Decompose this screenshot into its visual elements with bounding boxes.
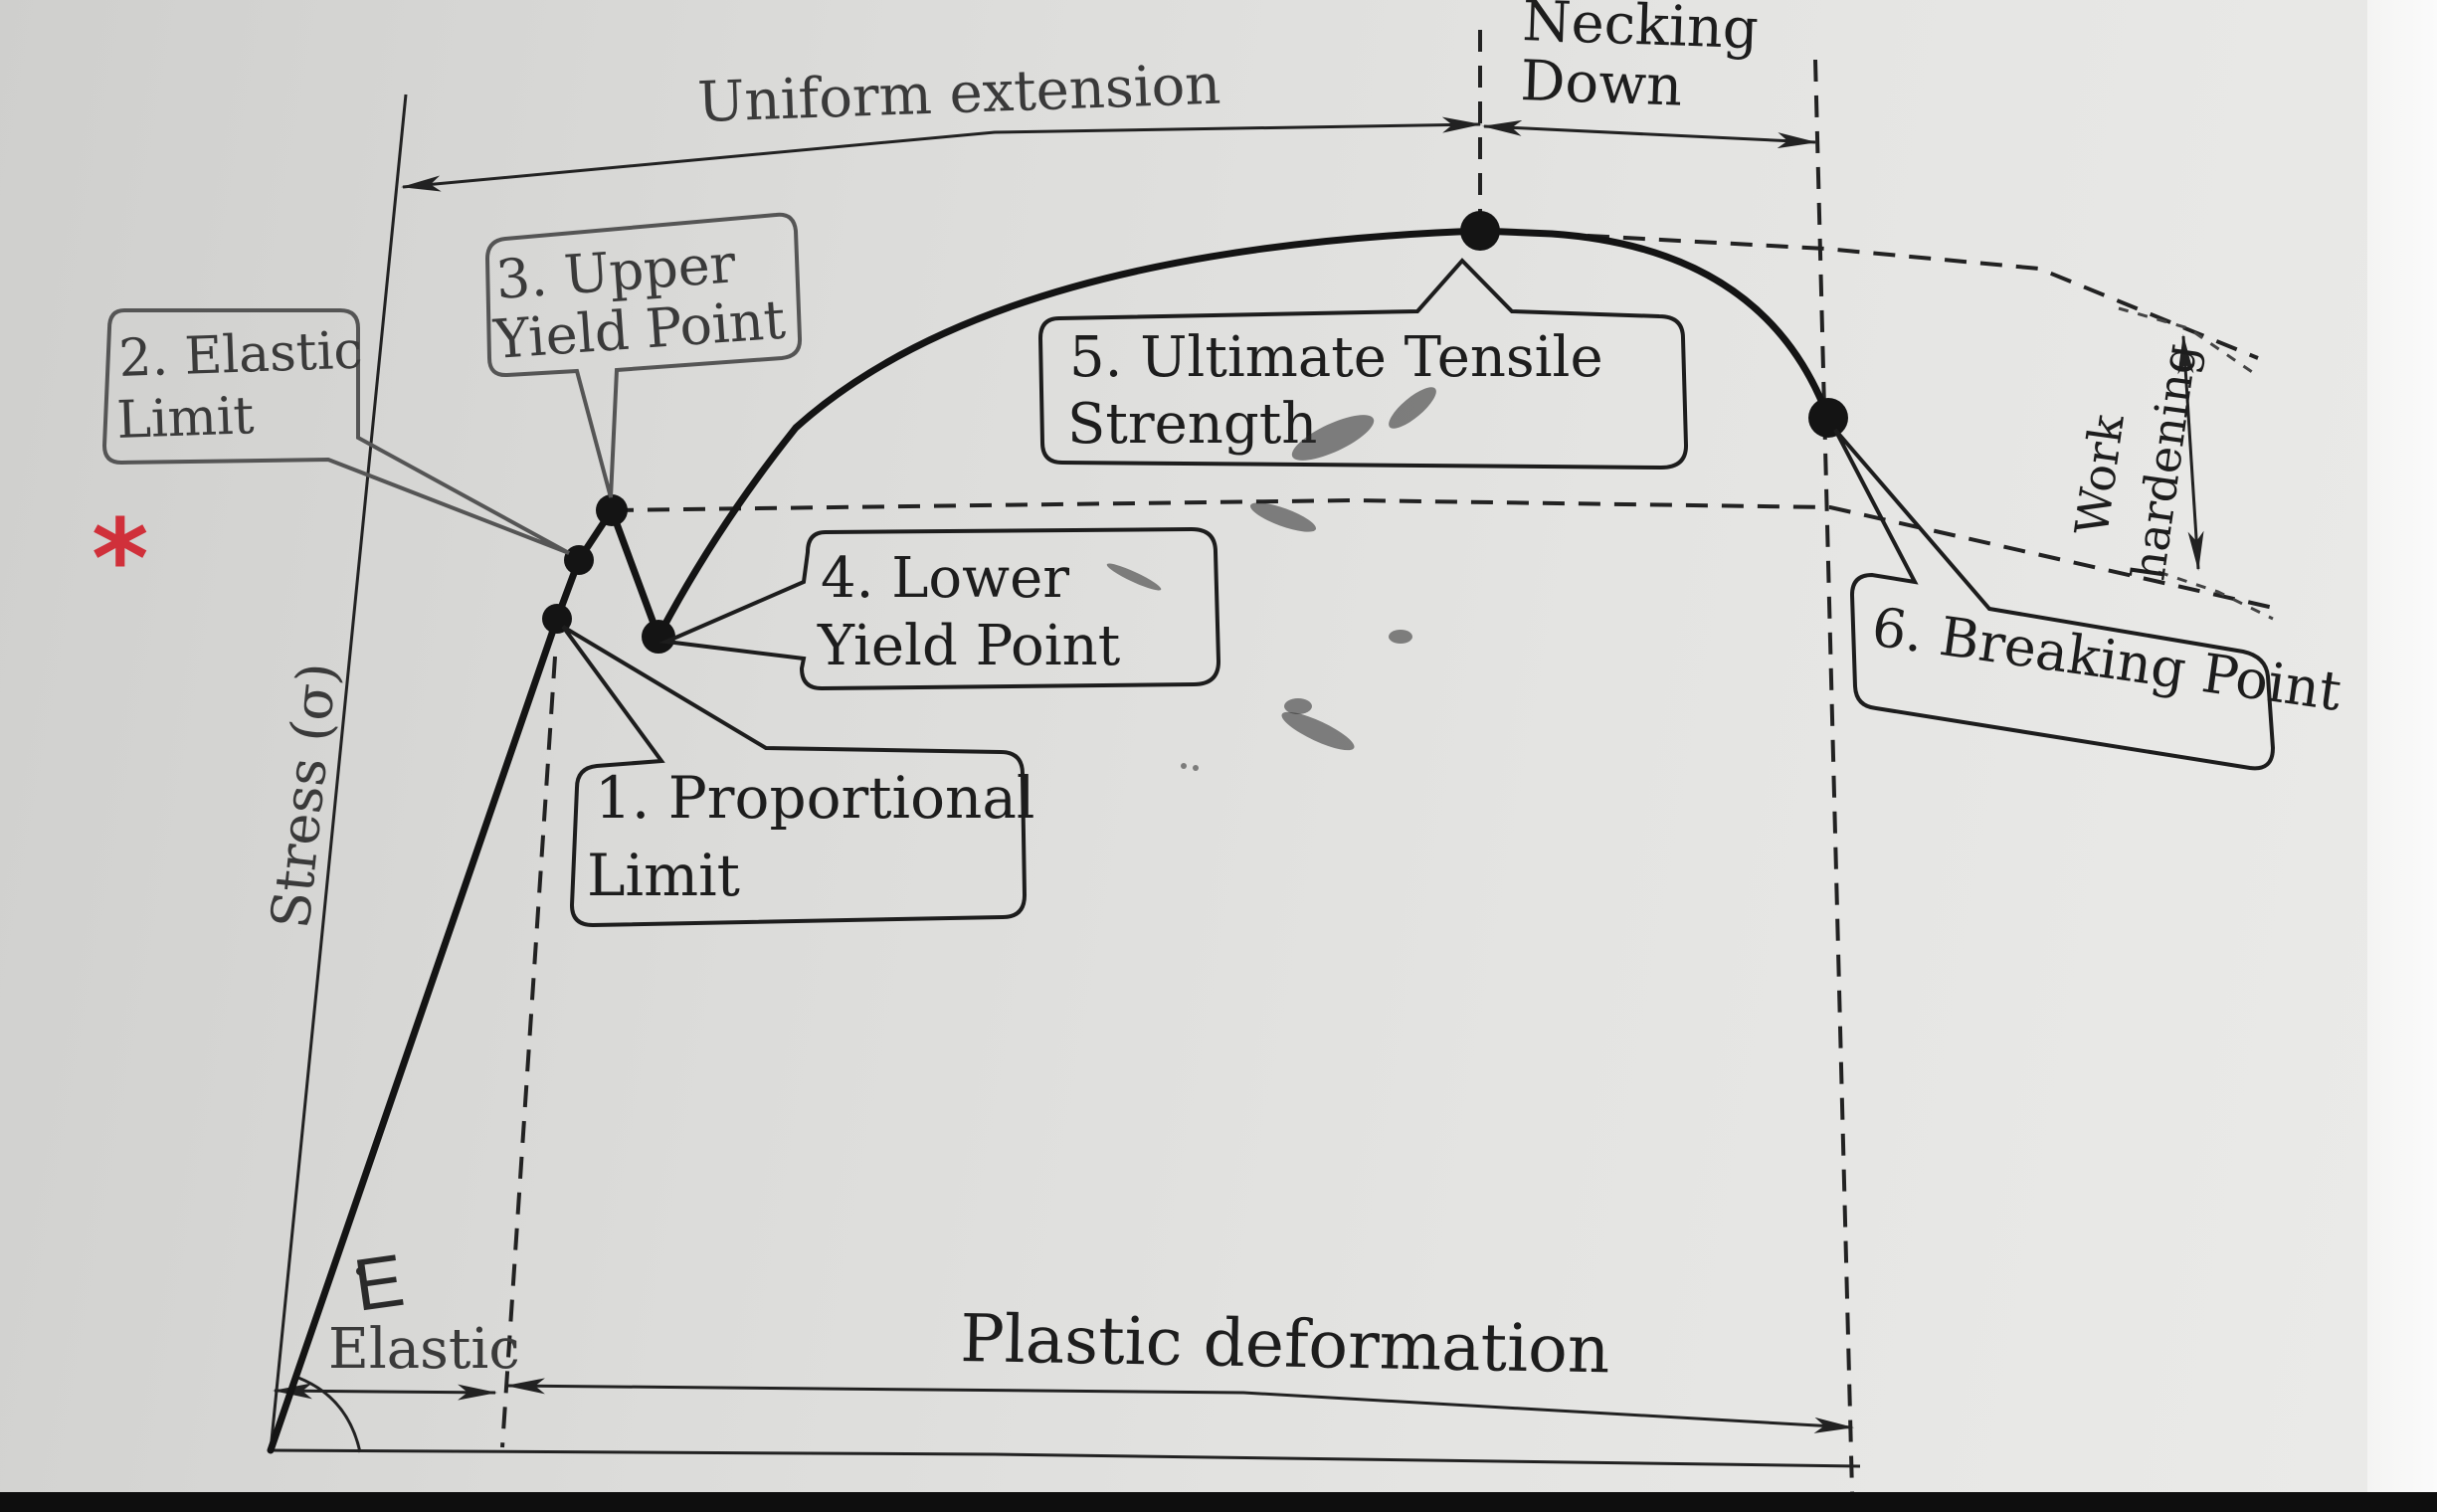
breaking-point-dot bbox=[1808, 398, 1848, 438]
proportional-limit-label-2: Limit bbox=[587, 842, 740, 909]
uniform-extension-arrow bbox=[401, 116, 1482, 192]
ink-smudges bbox=[1106, 387, 1436, 771]
lower-yield-point bbox=[642, 620, 675, 654]
upper-yield-point bbox=[596, 494, 628, 526]
ultimate-tensile-strength-point bbox=[1460, 211, 1500, 251]
proportional-limit-box bbox=[561, 625, 1028, 928]
plastic-deformation-arrow bbox=[505, 1378, 1854, 1433]
lower-boundary-dotted-line bbox=[2157, 570, 2274, 621]
lower-yield-label-1: 4. Lower bbox=[821, 546, 1069, 611]
paper-right-edge bbox=[2367, 0, 2437, 1492]
lower-yield-label-2: Yield Point bbox=[817, 614, 1121, 678]
modulus-dot bbox=[356, 1267, 364, 1275]
elastic-limit-box bbox=[101, 308, 570, 555]
yield-level-dashed-line bbox=[611, 497, 2279, 611]
upper-boundary-dotted-line bbox=[2118, 306, 2259, 378]
elastic-limit-label-2: Limit bbox=[115, 386, 255, 451]
bottom-black-bar bbox=[0, 1492, 2437, 1512]
stress-axis-line bbox=[269, 94, 408, 1451]
stress-strain-curve bbox=[267, 227, 1832, 1454]
elastic-limit-callout: 2. Elastic Limit bbox=[101, 308, 570, 555]
paper-background bbox=[0, 0, 2367, 1492]
proportional-limit-label-1: 1. Proportional bbox=[595, 764, 1034, 832]
work-hardening-arrow bbox=[2177, 334, 2204, 571]
elastic-limit-point bbox=[564, 545, 594, 575]
necking-label-1: Necking bbox=[1522, 0, 1760, 62]
necking-arrow bbox=[1482, 119, 1817, 149]
modulus-label: E bbox=[349, 1238, 409, 1327]
breaking-point-box bbox=[1833, 428, 2276, 771]
uniform-extension-label: Uniform extension bbox=[696, 53, 1221, 135]
strain-axis-line bbox=[268, 1448, 1861, 1468]
uts-label-1: 5. Ultimate Tensile bbox=[1069, 325, 1603, 390]
uts-callout: 5. Ultimate Tensile Strength bbox=[1037, 258, 1689, 471]
breaking-point-label: 6. Breaking Point bbox=[1868, 595, 2345, 723]
breaking-point-guide bbox=[1813, 59, 1854, 1493]
lower-yield-callout: 4. Lower Yield Point bbox=[658, 526, 1221, 691]
uts-label-2: Strength bbox=[1067, 392, 1317, 457]
work-hardening-label-2: hardening bbox=[2121, 340, 2207, 583]
lower-yield-box bbox=[658, 526, 1221, 691]
modulus-angle-arc bbox=[297, 1376, 362, 1453]
elastic-region-label: Elastic bbox=[328, 1317, 520, 1382]
elastic-limit-label-1: 2. Elastic bbox=[117, 320, 363, 389]
upper-yield-callout: 3. Upper Yield Point bbox=[484, 212, 803, 498]
proportional-limit-callout: 1. Proportional Limit bbox=[561, 625, 1034, 928]
work-hardening-label-1: Work bbox=[2064, 410, 2135, 538]
necking-label-2: Down bbox=[1520, 49, 1684, 119]
elastic-arrow bbox=[273, 1383, 497, 1401]
proportional-limit-guide bbox=[500, 656, 557, 1448]
upper-yield-box bbox=[484, 212, 803, 498]
margin-asterisk-mark: * bbox=[92, 495, 149, 623]
plastic-deformation-label: Plastic deformation bbox=[960, 1300, 1610, 1388]
uts-box bbox=[1037, 258, 1689, 471]
